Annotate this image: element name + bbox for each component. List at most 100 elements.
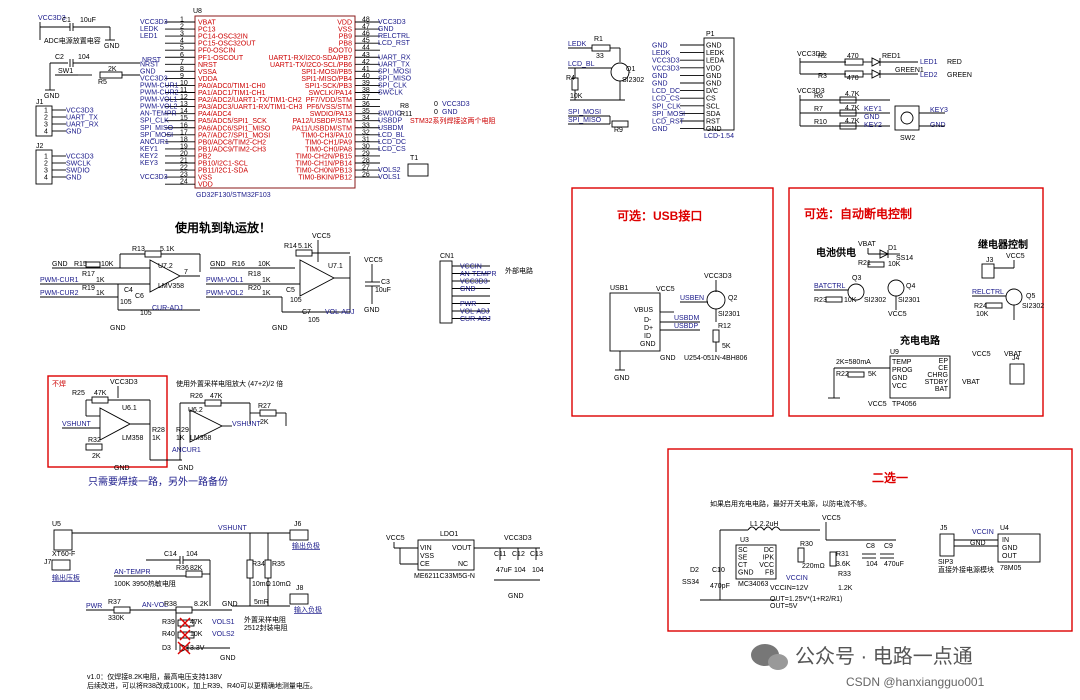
- key1-net: KEY1: [864, 106, 882, 113]
- mcu-left-net: KEY1: [140, 146, 158, 153]
- mcu-left-net: SPI_MISO: [140, 125, 174, 132]
- r22-ref: R22: [836, 371, 849, 378]
- q3-part: SI2302: [864, 297, 886, 304]
- mcu-left-pin-name: PC15-OSC32OUT: [198, 41, 256, 48]
- batctrl-net: BATCTRL: [814, 283, 845, 290]
- pwm-cur1-net: PWM-CUR1: [40, 277, 79, 284]
- p1-pin-net: GND: [652, 126, 668, 133]
- mcu-right-net: SPI_MISO: [378, 75, 412, 82]
- r8-value: 0: [434, 101, 438, 108]
- u61-part: LM358: [122, 435, 144, 442]
- r4-value: 10K: [570, 93, 583, 100]
- mcu-left-pin-name: PA6/ADC6/SPI1_MISO: [198, 125, 271, 132]
- mcu-left-pin-name: VDDA: [198, 76, 218, 83]
- no-solder-label: 不焊: [52, 379, 66, 388]
- u62-part: LM358: [190, 435, 212, 442]
- mcu-left-pin-name: PA0/ADC0/TIM1-CH0: [198, 83, 266, 90]
- u9-pin: BAT: [935, 386, 949, 393]
- battery-title: 电池供电: [816, 246, 856, 259]
- r3-value: 470: [847, 75, 859, 82]
- p1-pin-net: GND: [652, 73, 668, 80]
- usb-block: 可选：USB接口 USB1 VBUS D- D+ ID GND VCC5 USB…: [571, 187, 774, 417]
- relay-vcc5: VCC5: [1006, 253, 1025, 260]
- r8-net: VCC3D3: [442, 101, 470, 108]
- mcu-right-pin-num: 35: [362, 108, 370, 115]
- mcu-right-pin-num: 41: [362, 66, 370, 73]
- key2-net: KEY2: [864, 122, 882, 129]
- j1-ref: J1: [36, 99, 44, 106]
- c12-value: 104: [514, 567, 526, 574]
- current-dac-opamp: 使用轨到轨运放！ GND R15 10K R13 5.1K PWM-CUR1 P…: [40, 220, 271, 332]
- p1-pin-name: GND: [706, 81, 722, 88]
- u3-pin-left: SC: [738, 547, 748, 554]
- p1-pin-name: D/C: [706, 88, 718, 95]
- mcu-right-net: LCD_BL: [378, 132, 405, 139]
- mcu-left-net: NRST: [140, 61, 160, 68]
- out-terminal: 输出负极: [292, 541, 320, 550]
- mcu-left-net: PWM-VOL1: [140, 97, 177, 104]
- mcu-left-pin-name: PA4/ADC4: [198, 111, 231, 118]
- usbdm-net: USBDM: [674, 315, 699, 322]
- u9-pin: PROG: [892, 367, 913, 374]
- r16-ref: R16: [232, 261, 245, 268]
- mcu-left-pin-name: PC13: [198, 27, 216, 34]
- mcu-left-net: PWM-VOL2: [140, 104, 177, 111]
- mcu-right-pin-name: SWCLK/PA14: [309, 90, 353, 97]
- mcu-left-net: KEY3: [140, 160, 158, 167]
- relay-title: 继电器控制: [978, 238, 1028, 251]
- r20-ref: R20: [248, 285, 261, 292]
- c13-ref: C13: [530, 551, 543, 558]
- mcu-left-pin-num: 20: [180, 150, 188, 157]
- d3-value: 3.3V: [190, 645, 205, 652]
- mcu-left-pin-name: PF0-OSCIN: [198, 48, 235, 55]
- c6-ref: C6: [135, 293, 144, 300]
- r17-value: 1K: [96, 277, 105, 284]
- mcu-right-pin-name: PF6/VSS/STM: [306, 104, 352, 111]
- auto-vcc5: VCC5: [888, 311, 907, 318]
- j4-vbat: VBAT: [1004, 351, 1022, 358]
- mcu-left-pin-num: 15: [180, 115, 188, 122]
- cn1-ref: CN1: [440, 253, 454, 260]
- c7-ref: C7: [302, 309, 311, 316]
- p1-pin-name: SCL: [706, 103, 720, 110]
- q4-ref: Q4: [906, 283, 915, 290]
- usb-box: [571, 187, 774, 417]
- q3-ref: Q3: [852, 275, 861, 282]
- r10-ref: R10: [814, 119, 827, 126]
- u4-gnd: GND: [1002, 545, 1018, 552]
- u9-pin: TEMP: [892, 359, 912, 366]
- p1-pin-name: SDA: [706, 111, 721, 118]
- r35-ref: R35: [272, 561, 285, 568]
- vbat-net: VBAT: [858, 241, 876, 248]
- r31-value: 3.6K: [836, 561, 851, 568]
- mcu-left-net: GND: [140, 68, 156, 75]
- cn1-pin-net: PWR: [460, 301, 476, 308]
- usb-vbus: VBUS: [634, 307, 653, 314]
- spi-miso-net: SPI_MISO: [568, 117, 602, 124]
- r5-ref: R5: [98, 79, 107, 86]
- mcu-right-pin-name: SPI1-MOSI/PB5: [301, 69, 352, 76]
- version-note-1: v1.0：仅焊接8.2K电阻，最高电压支持138V: [87, 672, 222, 681]
- mcu-left-net: PWM-CUR2: [140, 90, 179, 97]
- boost-block: 二选一 如果启用充电电路，最好开关电源，以防电流不够。 L1 2.2uH VCC…: [667, 448, 1073, 632]
- r38-value: 8.2K: [194, 601, 209, 608]
- mcu-left-pin-num: 23: [180, 172, 188, 179]
- r10-value: 4.7K: [845, 118, 860, 125]
- u4-ref: U4: [1000, 525, 1009, 532]
- r36-ref: R36: [176, 565, 189, 572]
- green-led-ref: GREEN1: [895, 67, 924, 74]
- p1-pin-net: VCC3D3: [652, 58, 680, 65]
- u3-pin-right: VCC: [759, 562, 774, 569]
- mcu-right-net: LCD_RST: [378, 40, 411, 47]
- p1-pin-name: CS: [706, 96, 716, 103]
- ldo-vcc3: VCC3D3: [504, 535, 532, 542]
- u3-ref: U3: [740, 537, 749, 544]
- mcu-right-net: SWDIO: [378, 111, 402, 118]
- header-pin-net: SWDIO: [66, 168, 90, 175]
- u62-ref: U6.2: [188, 407, 203, 414]
- c12-ref: C12: [512, 551, 525, 558]
- r4-ref: R4: [566, 75, 575, 82]
- p1-pin-name: LEDK: [706, 50, 725, 57]
